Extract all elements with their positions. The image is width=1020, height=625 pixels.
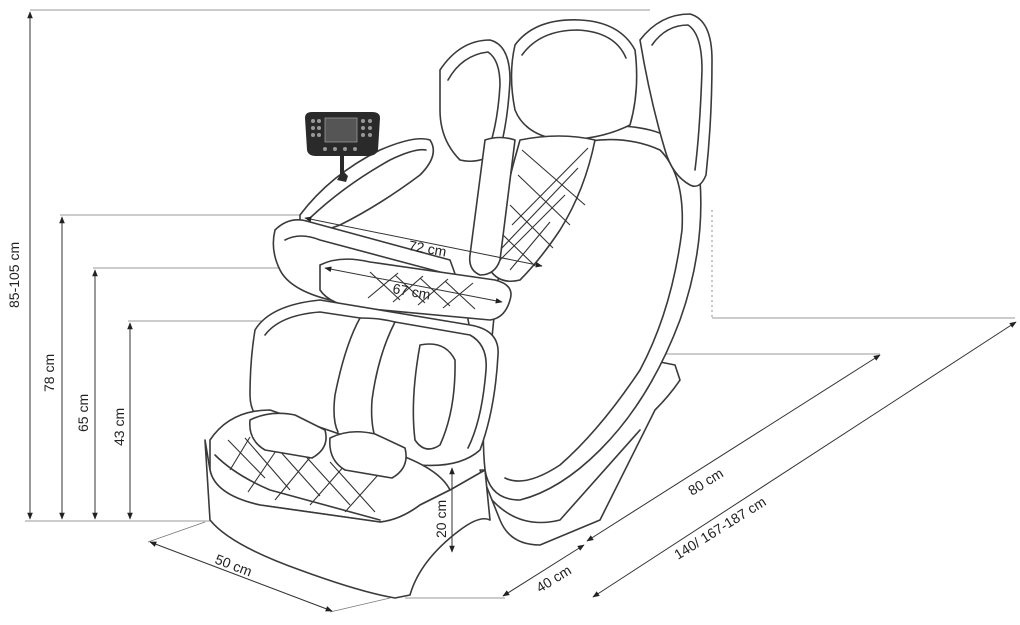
seat-height-label: 43 cm — [111, 408, 127, 446]
total-length-label: 140/ 167-187 cm — [671, 493, 769, 562]
footrest-width-label: 50 cm — [213, 551, 254, 580]
seat-width-label: 67 cm — [391, 280, 431, 302]
footrest-height-label: 20 cm — [433, 500, 449, 538]
armrest-height-label: 78 cm — [41, 354, 57, 392]
remote-control-icon — [305, 112, 380, 182]
total-height-label: 85-105 cm — [6, 242, 22, 308]
seat-width-arrow — [324, 266, 503, 304]
footrest-quilting — [227, 436, 379, 513]
total-length-arrow — [592, 321, 1017, 598]
front-depth-label: 40 cm — [533, 562, 574, 596]
backrest-height-label: 65 cm — [75, 394, 91, 432]
shoulder-width-arrow — [304, 216, 543, 268]
head-cushion — [510, 19, 638, 141]
backrest-quilting — [494, 147, 589, 271]
width-dimensions: 72 cm 67 cm 20 cm — [304, 216, 543, 553]
shoulder-width-label: 72 cm — [407, 237, 447, 259]
front-depth-arrow — [502, 544, 585, 597]
footrest-width-arrow — [149, 541, 333, 612]
base-width-label: 80 cm — [685, 465, 726, 499]
height-dimensions: 85-105 cm 78 cm 65 cm 43 cm — [6, 11, 133, 520]
guide-lines — [25, 9, 1015, 613]
